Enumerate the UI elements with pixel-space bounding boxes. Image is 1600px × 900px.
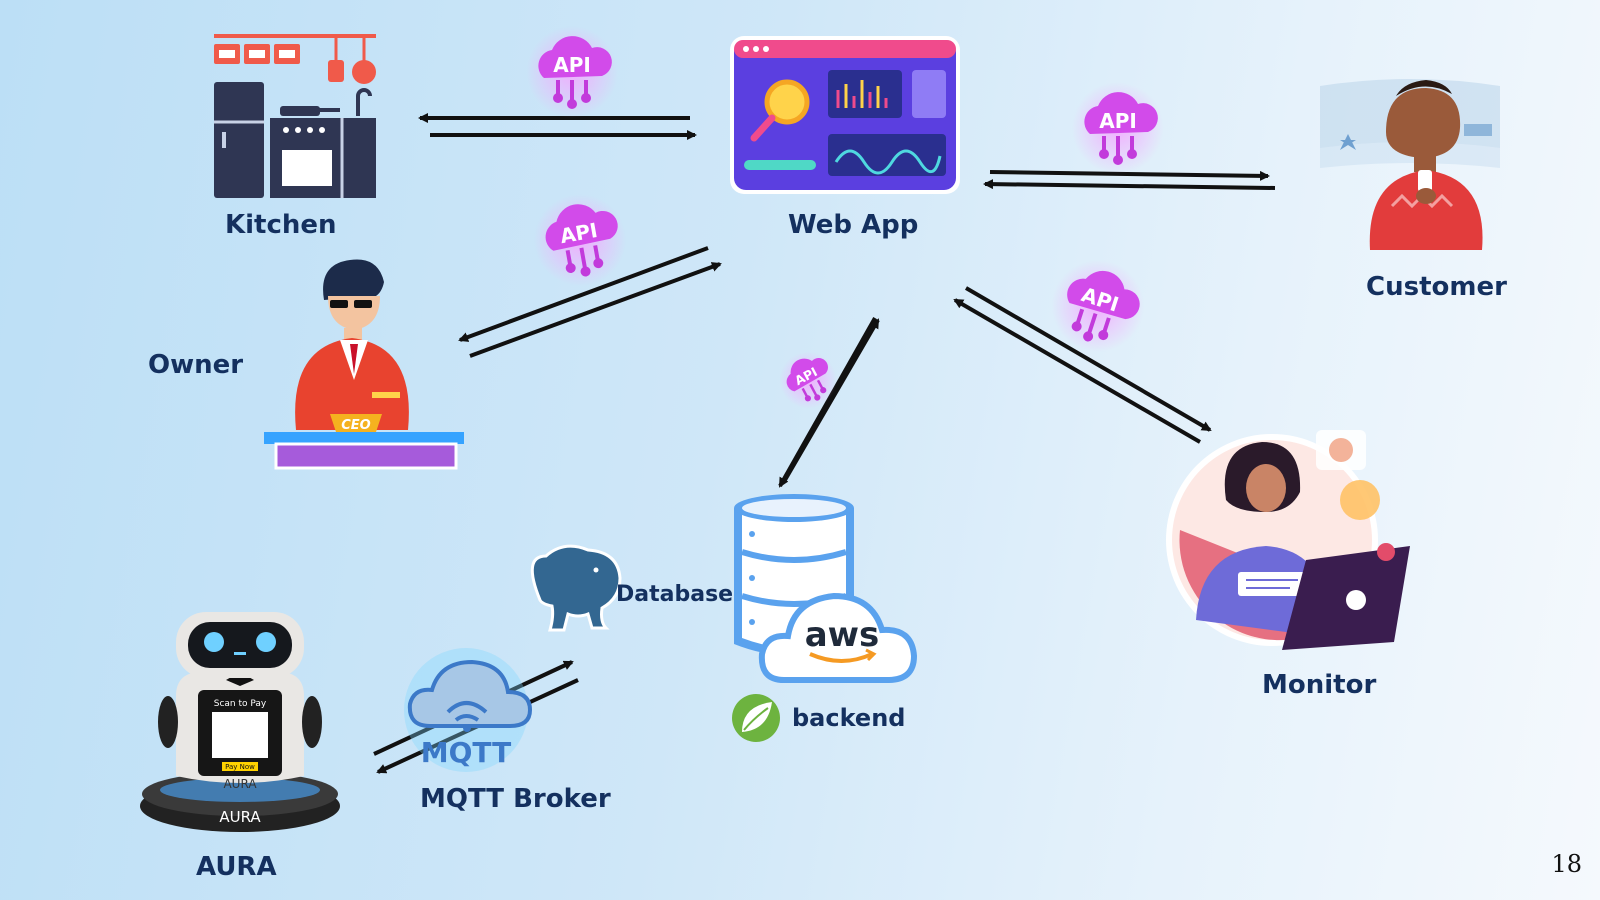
arrow-customer-to-webapp xyxy=(983,179,1276,190)
customer-icon xyxy=(1320,79,1500,250)
robot-screen-title: Scan to Pay xyxy=(214,699,267,709)
aws-cloud-icon: aws xyxy=(758,592,918,683)
aura-label: AURA xyxy=(196,852,277,882)
robot-pay-button: Pay Now xyxy=(225,763,255,771)
mqtt-broker-label: MQTT Broker xyxy=(420,784,611,814)
api-badge-icon: API xyxy=(1038,246,1158,366)
arrow-webapp-to-monitor xyxy=(964,286,1212,432)
ceo-badge-text: CEO xyxy=(341,418,370,433)
robot-base-label: AURA xyxy=(219,808,261,826)
database-label: Database xyxy=(616,582,734,607)
web-app-dashboard-icon xyxy=(730,36,960,194)
backend-label: backend xyxy=(792,704,906,732)
spring-leaf-icon xyxy=(732,694,780,742)
robot-body-label: AURA xyxy=(223,777,257,791)
arrow-database-to-webapp xyxy=(783,318,880,482)
aura-robot-icon: AURA Scan to Pay Pay Now AURA xyxy=(140,612,340,832)
api-badge-icon: API xyxy=(768,340,848,420)
api-badge-text: API xyxy=(1099,109,1137,133)
monitor-label: Monitor xyxy=(1262,670,1377,700)
api-badge-icon: API xyxy=(1070,80,1166,176)
api-badge-text: API xyxy=(553,53,591,77)
arrow-monitor-to-webapp xyxy=(953,298,1202,444)
page-number: 18 xyxy=(1551,850,1582,878)
arrow-webapp-to-customer xyxy=(989,170,1270,181)
arrow-webapp-to-owner xyxy=(458,246,709,342)
mqtt-logo-text: MQTT xyxy=(421,736,512,769)
customer-label: Customer xyxy=(1366,272,1507,302)
postgresql-icon xyxy=(530,544,622,632)
owner-ceo-icon: CEO xyxy=(264,259,464,470)
api-badge-icon: API xyxy=(524,24,620,120)
owner-label: Owner xyxy=(148,350,244,380)
kitchen-label: Kitchen xyxy=(225,210,337,240)
web-app-label: Web App xyxy=(788,210,919,240)
mqtt-cloud-icon: MQTT xyxy=(404,648,533,772)
aws-text: aws xyxy=(805,615,880,655)
monitor-person-icon xyxy=(1166,430,1410,650)
api-badge-icon: API xyxy=(524,184,636,296)
arrow-owner-to-webapp xyxy=(469,262,722,358)
kitchen-icon xyxy=(214,34,376,198)
connection-arrows xyxy=(373,113,1276,774)
